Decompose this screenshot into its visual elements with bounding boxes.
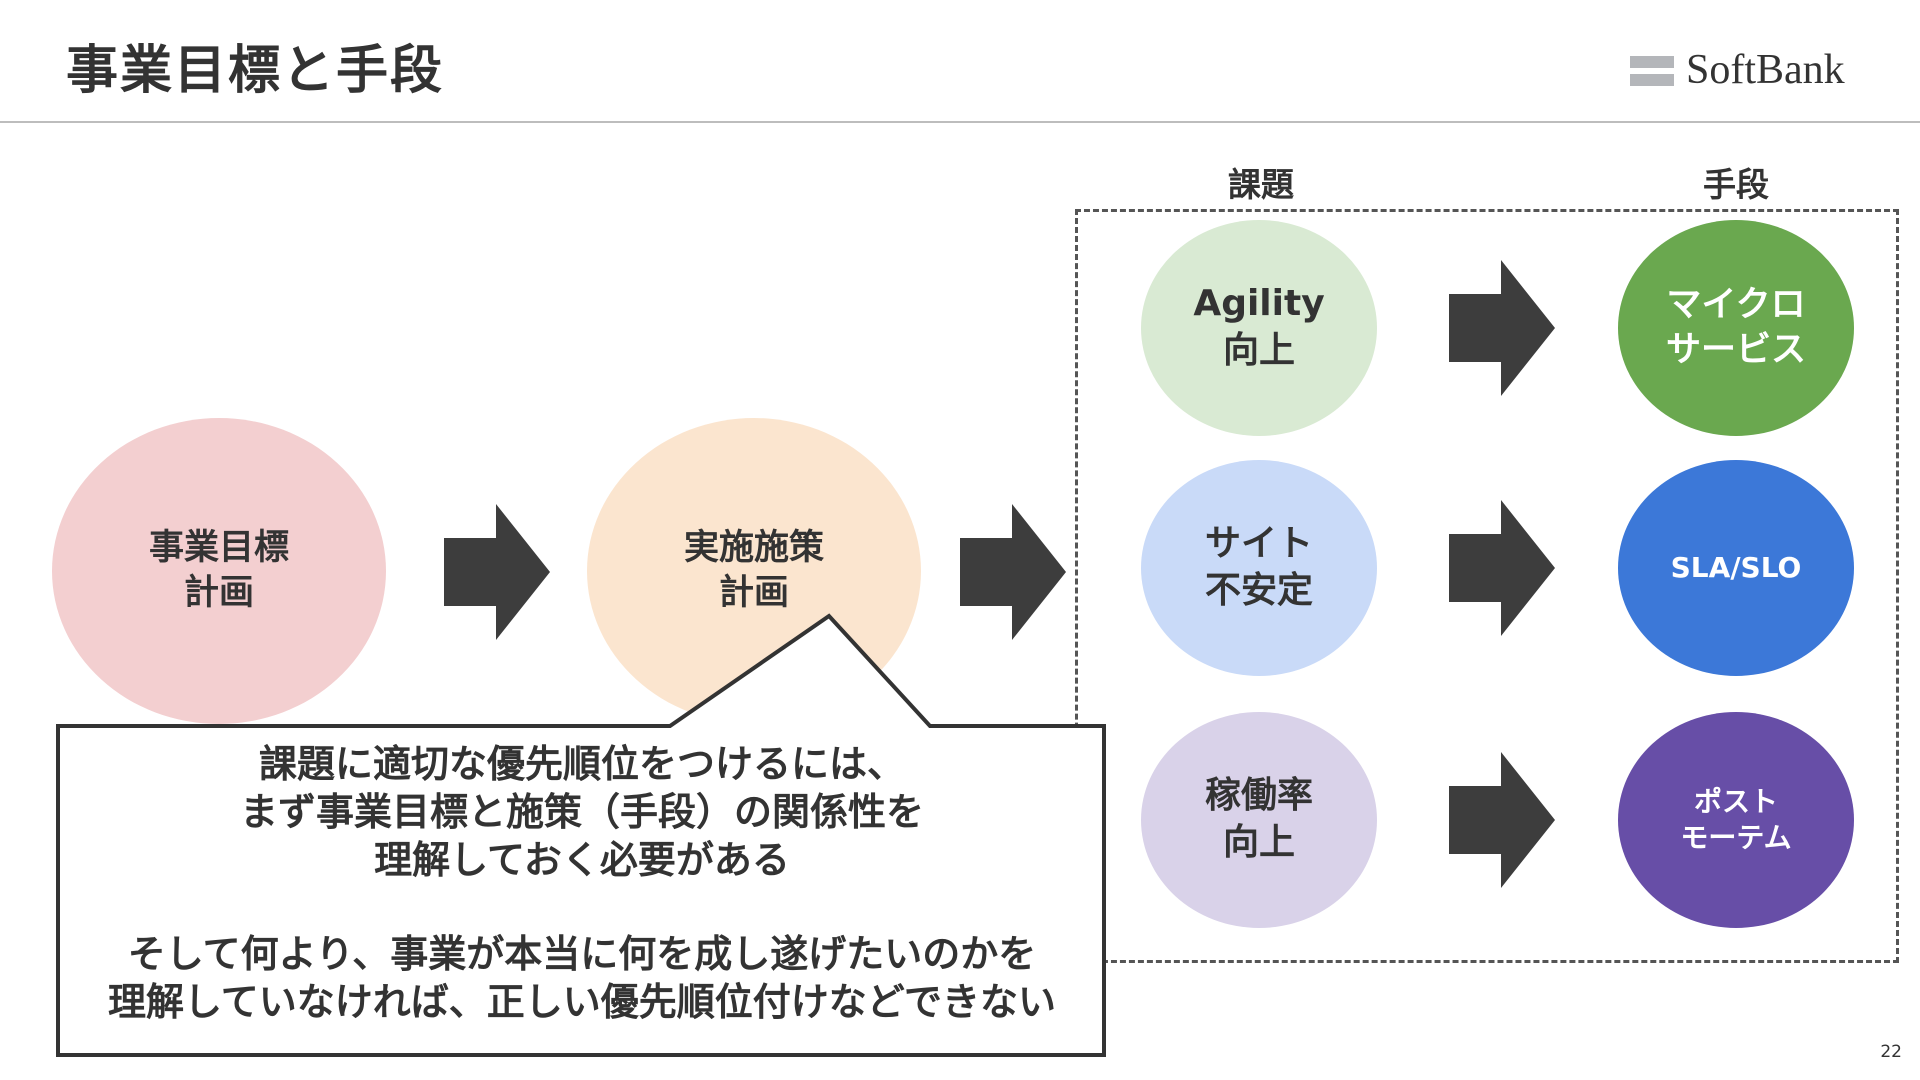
issues-means-group-box: [1075, 209, 1899, 963]
callout-line: まず事業目標と施策（手段）の関係性を: [239, 790, 924, 834]
flow-arrow-icon: [1449, 260, 1555, 396]
flow-arrow-icon: [444, 504, 550, 640]
page-number: 22: [1880, 1042, 1902, 1062]
callout-line: そして何より、事業が本当に何を成し遂げたいのかを: [127, 932, 1037, 976]
softbank-logo: SoftBank: [1630, 46, 1845, 94]
issue-circle-agility: Agility 向上: [1141, 220, 1377, 436]
callout-line: 課題に適切な優先順位をつけるには、: [258, 742, 905, 786]
means-label: ポスト モーテム: [1680, 784, 1792, 854]
means-circle-postmortem: ポスト モーテム: [1618, 712, 1854, 928]
means-label: SLA/SLO: [1670, 550, 1802, 584]
means-circle-sla-slo: SLA/SLO: [1618, 460, 1854, 676]
means-circle-microservices: マイクロ サービス: [1618, 220, 1854, 436]
logo-text: SoftBank: [1686, 47, 1845, 93]
implementation-plan-circle: 実施施策 計画: [587, 418, 921, 724]
issues-column-header: 課題: [1228, 165, 1294, 204]
callout-line: 理解していなければ、正しい優先順位付けなどできない: [107, 980, 1057, 1024]
softbank-logo-mark-icon: [1630, 52, 1674, 88]
issue-label: サイト 不安定: [1204, 523, 1313, 611]
slide-title: 事業目標と手段: [66, 41, 445, 101]
callout-line: 理解しておく必要がある: [374, 838, 790, 882]
flow-arrow-icon: [960, 504, 1066, 640]
issue-circle-availability: 稼働率 向上: [1141, 712, 1377, 928]
issue-label: 稼働率 向上: [1204, 775, 1313, 863]
means-label: マイクロ サービス: [1665, 284, 1806, 371]
flow-arrow-icon: [1449, 500, 1555, 636]
header-divider: [0, 121, 1920, 123]
issue-circle-site-instability: サイト 不安定: [1141, 460, 1377, 676]
callout-text: 課題に適切な優先順位をつけるには、 まず事業目標と施策（手段）の関係性を 理解し…: [62, 740, 1102, 1026]
implementation-plan-label: 実施施策 計画: [683, 527, 824, 614]
means-column-header: 手段: [1703, 165, 1769, 204]
business-goal-label: 事業目標 計画: [148, 527, 289, 614]
issue-label: Agility 向上: [1193, 283, 1325, 371]
business-goal-circle: 事業目標 計画: [52, 418, 386, 724]
flow-arrow-icon: [1449, 752, 1555, 888]
